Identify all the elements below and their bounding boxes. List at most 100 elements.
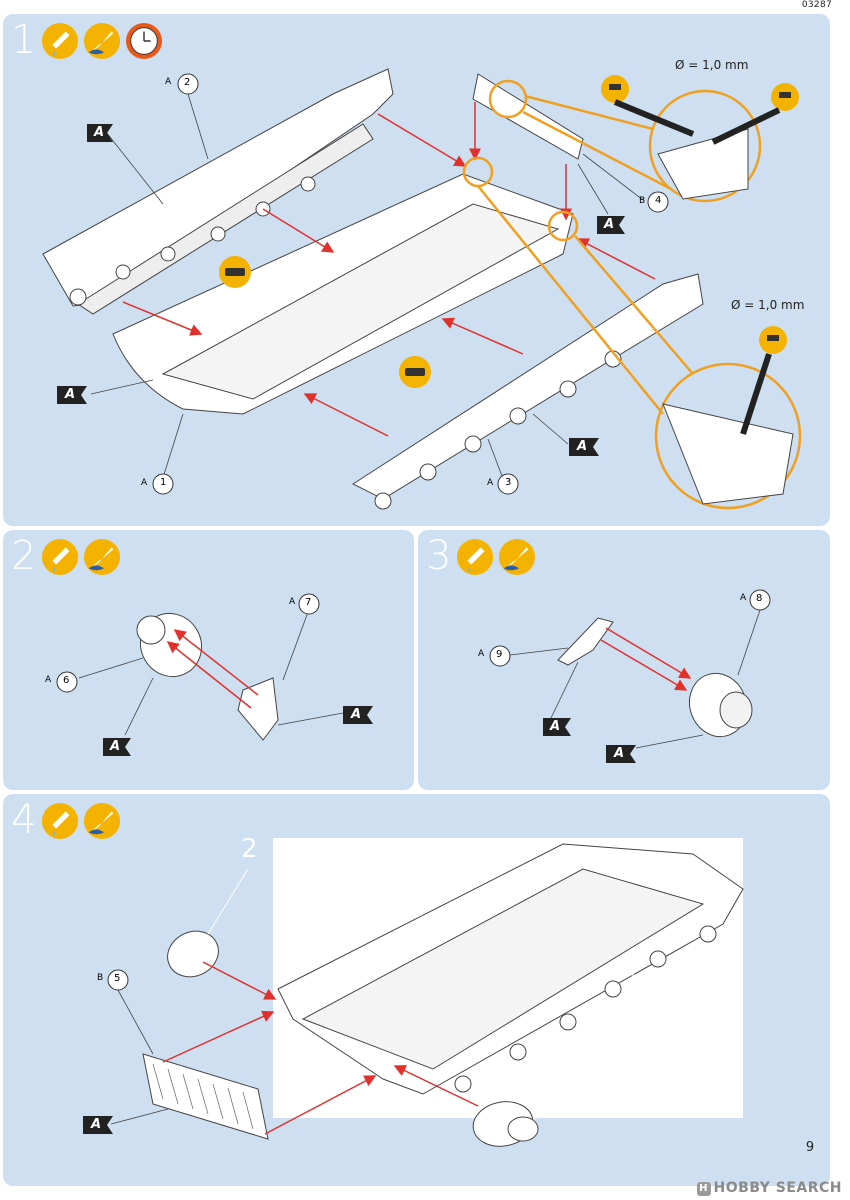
leader-lines <box>110 989 169 1125</box>
part-label: A <box>289 597 296 607</box>
sprue-flag-a <box>569 438 599 456</box>
paint-brush-icon <box>83 538 121 576</box>
sprue-flag-a <box>343 706 373 724</box>
leader-lines <box>509 609 761 749</box>
drill-icon <box>711 83 799 145</box>
step-number: 2 <box>11 533 37 579</box>
part-bracket <box>237 677 279 741</box>
step-3-illustration <box>489 589 771 763</box>
drill-note: Ø = 1,0 mm <box>731 298 805 312</box>
part-number: 1 <box>160 477 167 488</box>
step-4-panel: 4 B 5 2 1 3 A <box>3 794 830 1186</box>
step-icons <box>41 802 121 840</box>
part-rear-plate <box>472 73 584 160</box>
step-number: 4 <box>11 797 37 843</box>
assembly-arrows <box>162 961 479 1135</box>
step-2-illustration <box>56 593 373 756</box>
cement-bottle-icon <box>41 538 79 576</box>
cement-bottle-icon <box>41 22 79 60</box>
part-label: A <box>740 593 747 603</box>
watermark-text: HOBBY SEARCH <box>713 1180 842 1196</box>
part-label: A <box>141 478 148 488</box>
flag-letter: A <box>351 707 362 722</box>
part-number-circles <box>489 589 771 667</box>
step-icons <box>456 538 536 576</box>
step-icons <box>41 538 121 576</box>
part-number: 8 <box>756 593 763 604</box>
part-side-panel-right <box>351 273 704 510</box>
part-number: 7 <box>305 597 312 608</box>
part-number: 9 <box>496 649 503 660</box>
logo-icon: H <box>696 1182 711 1196</box>
sprue-flag-a <box>83 1116 113 1134</box>
drill-icon <box>601 75 695 137</box>
part-axle-arm <box>557 617 614 666</box>
part-number-circle <box>107 969 129 991</box>
part-number-circles <box>152 73 669 495</box>
part-label: A <box>45 675 52 685</box>
part-number: 5 <box>114 973 121 984</box>
sprue-flag-a <box>57 386 87 404</box>
part-hull-assembly <box>277 843 744 1095</box>
flag-letter: A <box>91 1117 102 1132</box>
part-road-wheel <box>472 1101 539 1147</box>
part-label: A <box>478 649 485 659</box>
step-number: 1 <box>11 17 37 63</box>
page-number: 9 <box>790 1134 830 1162</box>
cement-bottle-icon <box>456 538 494 576</box>
leader-lines <box>78 611 344 736</box>
reference-number: 1 <box>711 982 728 1012</box>
sprue-flag-a <box>103 738 131 756</box>
detail-callouts <box>462 79 802 510</box>
sprue-flag-a <box>606 745 636 763</box>
reference-number: 2 <box>241 834 258 864</box>
part-label: B <box>97 973 104 983</box>
drill-note: Ø = 1,0 mm <box>675 58 749 72</box>
document-code: 03287 <box>801 0 832 10</box>
flag-letter: A <box>577 439 588 454</box>
reference-number: 3 <box>613 1078 630 1108</box>
assembly-arrows <box>600 627 692 691</box>
part-side-panel-left <box>42 68 394 315</box>
flag-letter: A <box>614 746 625 761</box>
part-grille-plate <box>142 1053 269 1140</box>
paint-brush-icon <box>83 22 121 60</box>
part-number: 6 <box>63 675 70 686</box>
sprue-flag-a <box>543 718 571 736</box>
step-2-panel: 2 A 7 A 6 A A <box>3 530 414 790</box>
step-icons <box>41 22 163 60</box>
detail-drill-bottom <box>662 403 794 505</box>
drill-icon <box>740 326 787 435</box>
step-3-panel: 3 A 8 A 9 A A <box>418 530 830 790</box>
tape-icon <box>399 356 431 388</box>
ref-leader-lines <box>207 868 714 1120</box>
cement-bottle-icon <box>41 802 79 840</box>
step-1-panel: 1 <box>3 14 830 526</box>
assembly-arrows <box>122 102 656 437</box>
part-road-wheel-hub <box>689 672 753 738</box>
flag-letter: A <box>110 739 121 754</box>
part-label: B <box>639 196 646 206</box>
tape-icon <box>219 256 251 288</box>
flag-letter: A <box>550 719 561 734</box>
leader-lines <box>90 93 644 485</box>
sprue-flag-a <box>597 216 625 234</box>
part-number: 4 <box>655 195 662 206</box>
assembly-arrows <box>166 629 259 709</box>
part-idler-wheel <box>167 930 219 978</box>
part-number: 2 <box>184 77 191 88</box>
part-number-circles <box>56 593 320 693</box>
part-label: A <box>487 478 494 488</box>
flag-letter: A <box>604 217 615 232</box>
part-number: 3 <box>505 477 512 488</box>
step-number: 3 <box>426 533 452 579</box>
drying-clock-icon <box>125 22 163 60</box>
step-1-illustration <box>42 68 802 510</box>
paint-brush-icon <box>498 538 536 576</box>
flag-letter: A <box>65 387 76 402</box>
part-label: A <box>165 77 172 87</box>
sprue-flag-a <box>87 124 113 142</box>
step-4-illustration <box>83 838 744 1147</box>
paint-brush-icon <box>83 802 121 840</box>
